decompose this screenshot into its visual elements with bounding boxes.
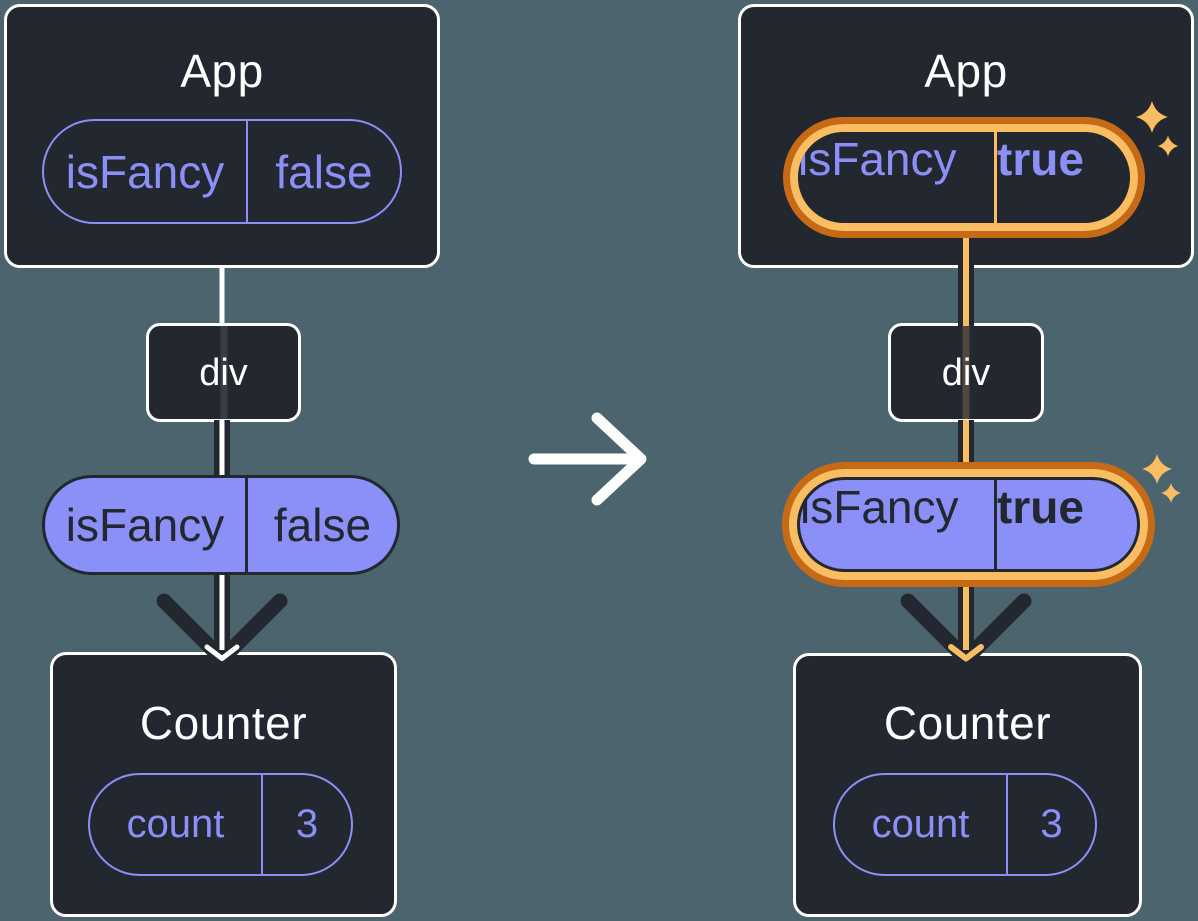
before-app-title: App xyxy=(180,45,264,97)
after-passed-prop-pill-highlight: isFancy true xyxy=(782,462,1155,587)
after-counter-title: Counter xyxy=(883,697,1052,749)
after-app-prop-pill-highlight: isFancy true xyxy=(783,117,1145,238)
after-arrowhead-icon xyxy=(900,593,1032,667)
sparkle-icon xyxy=(1142,454,1172,484)
after-app-prop-pill: isFancy true xyxy=(790,124,1138,231)
before-counter-state-pill: count 3 xyxy=(88,773,353,876)
state-value: 3 xyxy=(295,802,319,846)
before-passed-prop-pill: isFancy false xyxy=(42,475,400,575)
state-name: count xyxy=(835,775,1008,874)
before-div-line-stripe xyxy=(220,326,227,419)
prop-name: isFancy xyxy=(798,132,997,223)
after-div-box: div xyxy=(888,323,1044,422)
state-name: count xyxy=(90,775,263,874)
after-div-line-stripe xyxy=(962,326,970,419)
before-app-prop-pill: isFancy false xyxy=(42,119,402,224)
after-passed-prop-pill: isFancy true xyxy=(789,469,1148,580)
prop-value: false xyxy=(275,145,373,198)
prop-value: true xyxy=(997,133,1084,185)
prop-name: isFancy xyxy=(800,480,997,569)
after-counter-state-pill: count 3 xyxy=(833,773,1097,876)
after-prop-flow xyxy=(900,234,1032,667)
before-div-label: div xyxy=(199,351,248,394)
before-div-box: div xyxy=(146,323,301,422)
state-value: 3 xyxy=(1040,802,1063,846)
before-arrowhead-icon xyxy=(156,593,288,667)
after-app-title: App xyxy=(924,45,1008,97)
prop-value: true xyxy=(997,481,1084,533)
after-div-label: div xyxy=(941,351,991,394)
transition-arrow-icon xyxy=(528,412,647,506)
prop-name: isFancy xyxy=(45,478,248,572)
before-counter-title: Counter xyxy=(139,697,308,749)
prop-value: false xyxy=(273,499,372,551)
sparkle-icon xyxy=(1161,483,1181,503)
prop-name: isFancy xyxy=(44,121,248,222)
